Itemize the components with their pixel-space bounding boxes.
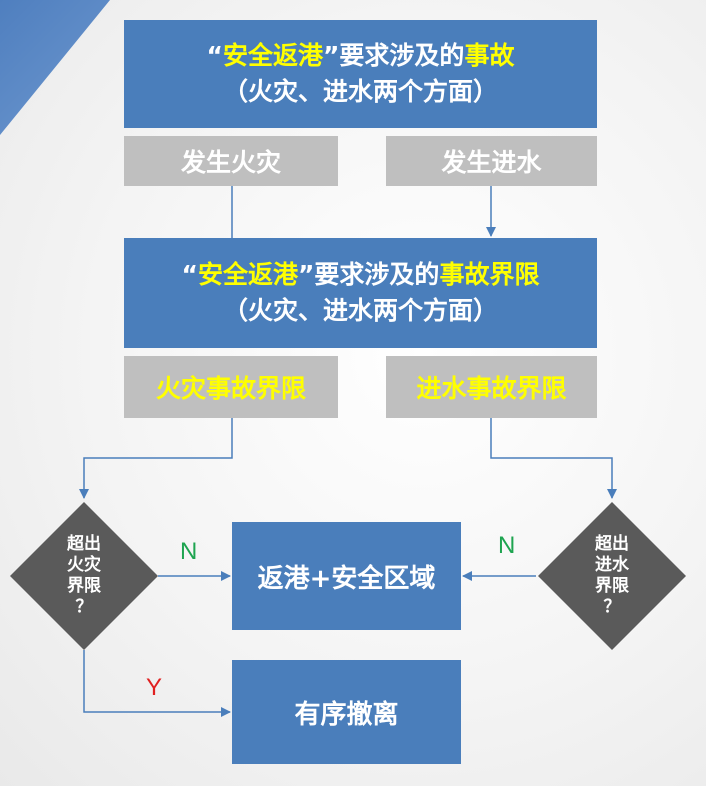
label-n-left: N (180, 538, 198, 565)
middle-box-highlight: 安全返港 (197, 260, 298, 289)
label-n-right: N (498, 532, 516, 559)
branch-water: 发生进水 (386, 136, 597, 186)
middle-box-emphasis: 事故界限 (439, 260, 540, 289)
result-return-label: 返港+安全区域 (257, 563, 436, 594)
top-box-subtitle: （火灾、进水两个方面） (222, 77, 498, 106)
middle-box-subtitle: （火灾、进水两个方面） (222, 296, 498, 325)
arrow-water-limit-to-decision (490, 418, 617, 499)
middle-box-accident-limits: “安全返港”要求涉及的事故界限 （火灾、进水两个方面） (124, 238, 597, 348)
middle-box-title: “安全返港”要求涉及的事故界限 (181, 260, 540, 289)
result-evacuate-label: 有序撤离 (294, 699, 399, 730)
decision-fire-line2: 火灾 (67, 555, 101, 575)
branch-fire: 发生火灾 (124, 136, 338, 186)
limit-fire-label: 火灾事故界限 (155, 374, 306, 403)
top-box-emphasis: 事故 (464, 41, 515, 70)
branch-water-label: 发生进水 (441, 148, 542, 177)
decision-water-line3: 界限 (595, 576, 629, 596)
result-evacuate-box: 有序撤离 (232, 660, 461, 764)
top-box-highlight: 安全返港 (222, 41, 323, 70)
decision-fire-diamond: 超出 火灾 界限 ？ (10, 502, 158, 650)
arrow-fire-limit-to-decision (79, 418, 233, 499)
label-y: Y (146, 674, 163, 701)
top-box-accident-types: “安全返港”要求涉及的事故 （火灾、进水两个方面） (124, 20, 597, 128)
decision-fire-line3: 界限 (67, 576, 101, 596)
top-box-title: “安全返港”要求涉及的事故 (206, 41, 515, 70)
decision-water-line2: 进水 (595, 555, 629, 575)
arrow-y-to-evacuate (83, 650, 231, 717)
limit-water: 进水事故界限 (386, 356, 597, 418)
decision-fire-line1: 超出 (67, 534, 101, 554)
decision-water-line4: ？ (603, 597, 621, 617)
decision-water-line1: 超出 (595, 534, 629, 554)
branch-fire-label: 发生火灾 (180, 148, 281, 177)
decision-fire-line4: ？ (75, 597, 93, 617)
decision-water-diamond: 超出 进水 界限 ？ (538, 502, 686, 650)
limit-water-label: 进水事故界限 (416, 374, 567, 403)
limit-fire: 火灾事故界限 (124, 356, 338, 418)
result-return-box: 返港+安全区域 (232, 522, 461, 630)
